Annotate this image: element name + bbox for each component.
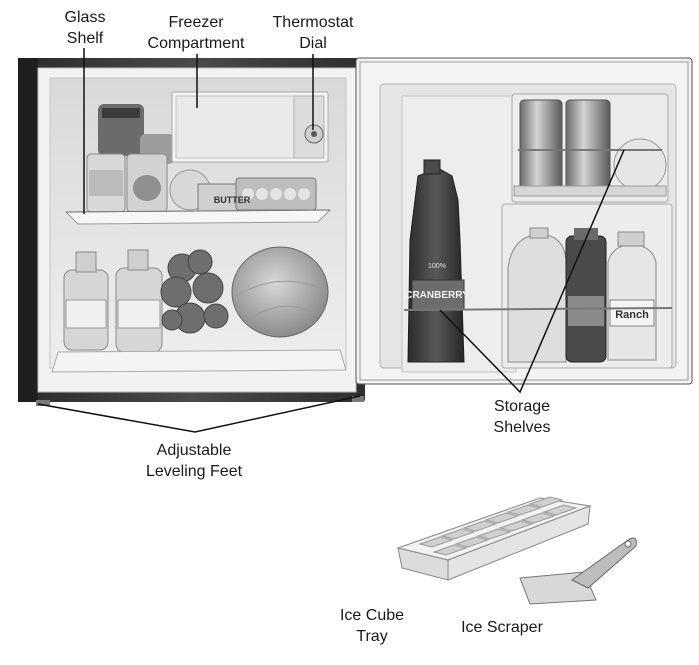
ice-cube-tray <box>396 496 592 581</box>
ranch-text: Ranch <box>615 309 649 321</box>
leveling-feet <box>36 396 364 406</box>
butter-text: BUTTER <box>214 195 251 205</box>
crisper-ledge <box>51 349 347 373</box>
adjustable-leveling-feet-label: Adjustable Leveling Feet <box>145 442 243 480</box>
ice-scraper <box>519 537 637 605</box>
freezer-compartment-label: Freezer Compartment <box>147 14 245 52</box>
upper-door-bin-items <box>513 99 667 197</box>
lower-door-bin-items <box>403 159 673 363</box>
leader-lines <box>37 48 625 433</box>
storage-shelves-leader <box>439 149 625 394</box>
ice-scraper-label: Ice Scraper <box>461 619 543 636</box>
thermostat-dial-label: Thermostat Dial <box>272 14 354 52</box>
top-shelf-items <box>86 104 317 213</box>
freezer-compartment <box>171 91 329 163</box>
cranberry-text: CRANBERRY <box>405 290 469 301</box>
cranberry-badge-text: 100% <box>428 263 446 270</box>
ice-cube-tray-label: Ice Cube Tray <box>339 607 405 645</box>
glass-shelf-label: Glass Shelf <box>64 9 106 47</box>
lower-shelf-items <box>63 246 329 353</box>
glass-shelf <box>64 209 332 225</box>
storage-shelves-label: Storage Shelves <box>493 398 551 436</box>
leveling-feet-leader <box>37 395 361 433</box>
